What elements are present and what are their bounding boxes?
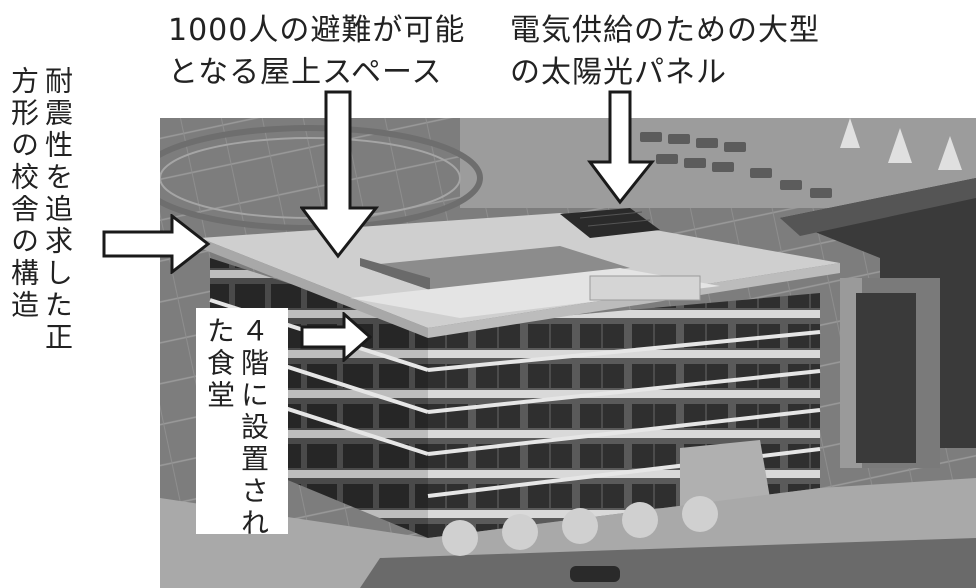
car — [570, 566, 620, 582]
parked-cars — [640, 132, 832, 198]
structure-arrow-icon — [102, 214, 211, 274]
rooftop-arrow-icon — [300, 90, 380, 259]
structure-caption: 耐震性を追求した正方形の校舎の構造 — [6, 66, 74, 354]
solar-caption-line2: の太陽光パネル — [510, 55, 727, 90]
structure-caption-col1: 耐震性を追求した正 — [41, 66, 74, 354]
rooftop-caption: 1000人の避難が可能 となる屋上スペース — [168, 10, 465, 94]
cafeteria-label-box — [196, 308, 288, 534]
cafeteria-caption: ４階に設置された食堂 — [202, 316, 270, 540]
solar-panels — [560, 208, 660, 238]
rooftop-caption-line2: となる屋上スペース — [168, 55, 443, 90]
rooftop-caption-line1: 1000人の避難が可能 — [168, 13, 466, 48]
structure-caption-col2: 方形の校舎の構造 — [7, 66, 40, 322]
solar-arrow-icon — [587, 90, 656, 205]
solar-caption: 電気供給のための大型 の太陽光パネル — [510, 10, 820, 94]
school-building-photo — [160, 118, 976, 588]
solar-caption-line1: 電気供給のための大型 — [510, 13, 820, 48]
trees — [840, 118, 962, 170]
street-trees — [442, 496, 718, 556]
cafeteria-caption-col1: ４階に設置され — [237, 316, 270, 540]
cafeteria-caption-col2: た食堂 — [203, 316, 236, 412]
cafeteria-arrow-icon — [300, 312, 373, 362]
